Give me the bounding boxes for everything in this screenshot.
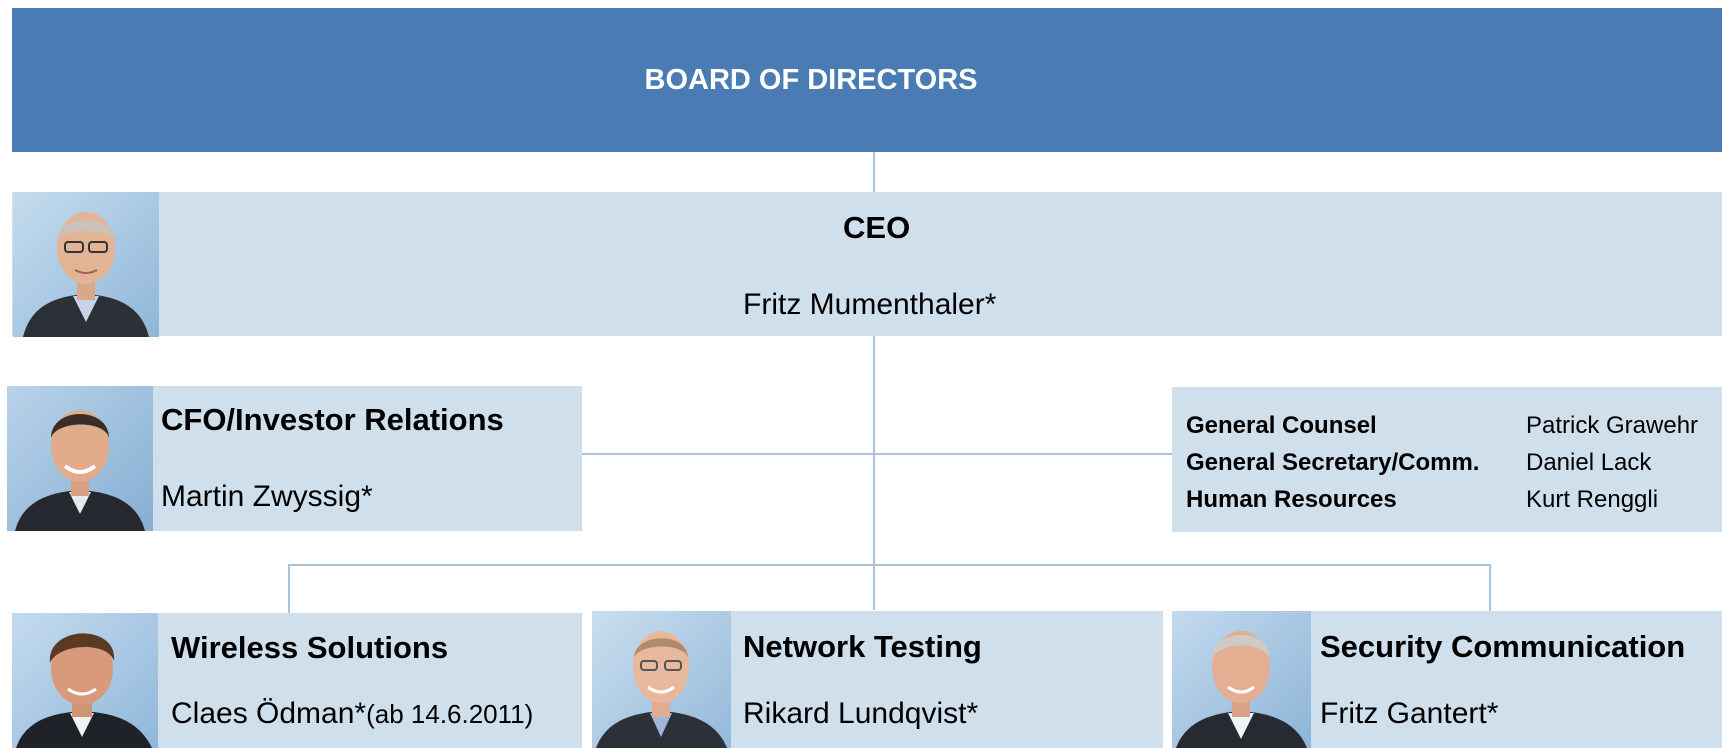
wireless-name: Claes Ödman*(ab 14.6.2011) xyxy=(171,697,533,731)
wireless-name-note: (ab 14.6.2011) xyxy=(366,699,534,729)
staff-name-general-counsel: Patrick Grawehr xyxy=(1526,412,1699,439)
network-testing-photo xyxy=(592,611,731,748)
connector-divisions-horizontal xyxy=(288,564,1491,566)
staff-role-general-counsel: General Counsel xyxy=(1186,412,1377,439)
ceo-box xyxy=(12,192,1722,336)
staff-box xyxy=(1172,387,1722,532)
security-photo xyxy=(1172,611,1311,748)
cfo-title: CFO/Investor Relations xyxy=(161,402,504,437)
staff-role-human-resources: Human Resources xyxy=(1186,486,1397,513)
connector-division-right xyxy=(1489,564,1491,613)
staff-role-general-secretary: General Secretary/Comm. xyxy=(1186,449,1480,476)
cfo-name: Martin Zwyssig* xyxy=(161,480,373,513)
ceo-title: CEO xyxy=(843,210,911,245)
board-of-directors-box: BOARD OF DIRECTORS xyxy=(12,8,1722,152)
board-title: BOARD OF DIRECTORS xyxy=(644,63,978,96)
ceo-photo xyxy=(13,192,159,337)
connector-board-ceo xyxy=(873,152,875,192)
security-name: Fritz Gantert* xyxy=(1320,697,1499,730)
connector-division-left xyxy=(288,564,290,613)
connector-staff-horizontal xyxy=(581,453,1172,455)
network-testing-name: Rikard Lundqvist* xyxy=(743,697,979,730)
wireless-name-text: Claes Ödman* xyxy=(171,697,367,730)
staff-name-general-secretary: Daniel Lack xyxy=(1526,449,1652,476)
network-testing-title: Network Testing xyxy=(743,629,982,664)
wireless-photo xyxy=(12,613,158,748)
staff-name-human-resources: Kurt Renggli xyxy=(1526,486,1659,513)
connector-ceo-trunk xyxy=(873,336,875,610)
wireless-title: Wireless Solutions xyxy=(171,630,449,665)
cfo-photo xyxy=(7,386,153,531)
ceo-name: Fritz Mumenthaler* xyxy=(743,288,997,321)
security-title: Security Communication xyxy=(1320,629,1686,664)
